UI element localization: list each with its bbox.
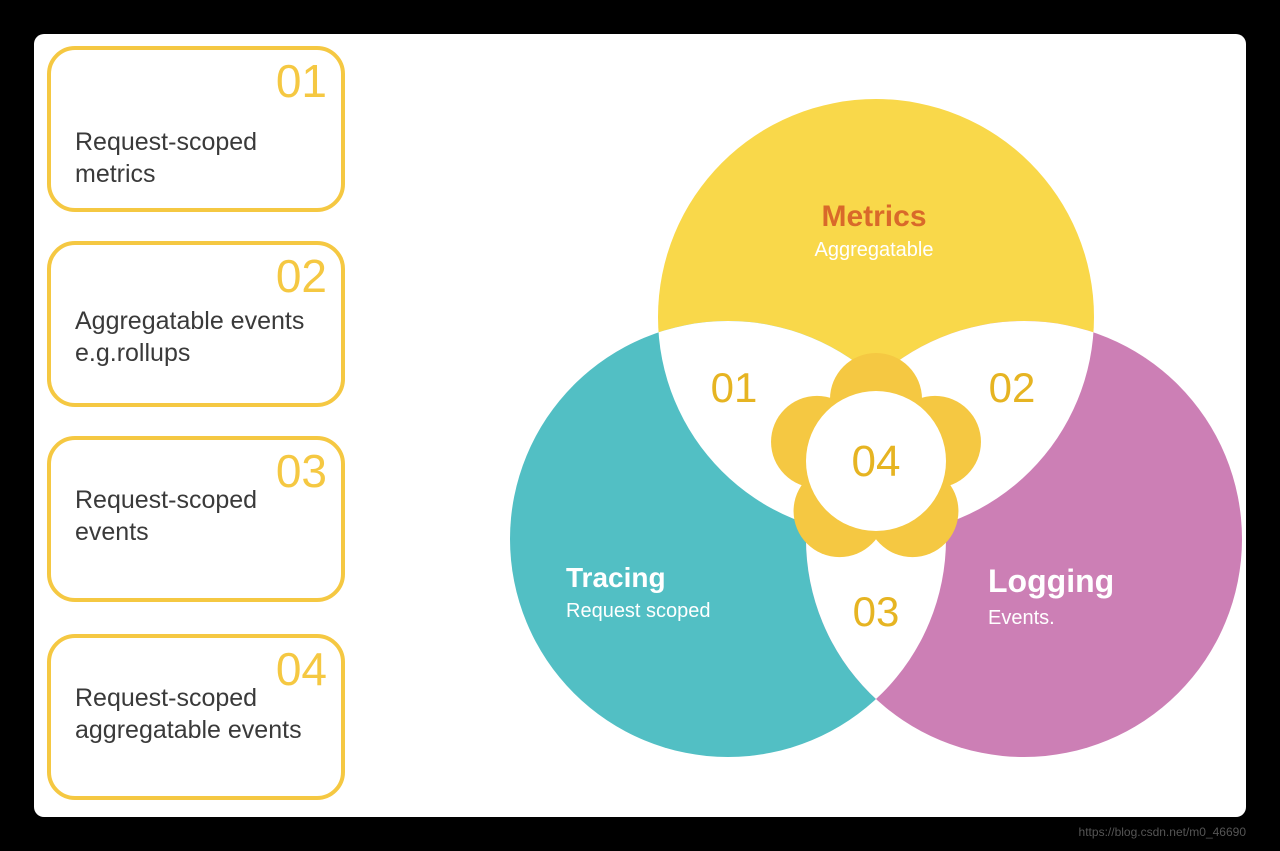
intersection-01: 01 (711, 364, 758, 411)
slide: 01 Request-scoped metrics 02 Aggregatabl… (34, 34, 1246, 817)
card-number: 01 (275, 55, 327, 107)
card-02: 02 Aggregatable events e.g.rollups (47, 241, 345, 407)
metrics-subtitle: Aggregatable (815, 239, 934, 261)
venn-diagram: Metrics Aggregatable Tracing Request sco… (510, 99, 1242, 757)
card-01: 01 Request-scoped metrics (47, 46, 345, 212)
card-text: Request-scoped metrics (75, 128, 258, 188)
logging-title: Logging (988, 563, 1114, 599)
center-circle (806, 391, 946, 531)
metrics-title: Metrics (821, 200, 926, 233)
tracing-title: Tracing (566, 562, 666, 593)
intersection-03: 03 (853, 588, 900, 635)
card-number: 03 (275, 445, 327, 497)
intersection-04: 04 (852, 437, 901, 486)
source-url: https://blog.csdn.net/m0_46690 (1078, 825, 1246, 839)
tracing-subtitle: Request scoped (566, 600, 711, 622)
card-04: 04 Request-scoped aggregatable events (47, 634, 345, 800)
card-number: 04 (275, 643, 327, 695)
logging-subtitle: Events. (988, 607, 1055, 629)
card-number: 02 (275, 250, 327, 302)
intersection-02: 02 (989, 364, 1036, 411)
card-text: Request-scoped aggregatable events (75, 684, 302, 744)
card-text: Request-scoped events (75, 486, 258, 546)
card-text: Aggregatable events e.g.rollups (75, 307, 305, 367)
card-03: 03 Request-scoped events (47, 436, 345, 602)
